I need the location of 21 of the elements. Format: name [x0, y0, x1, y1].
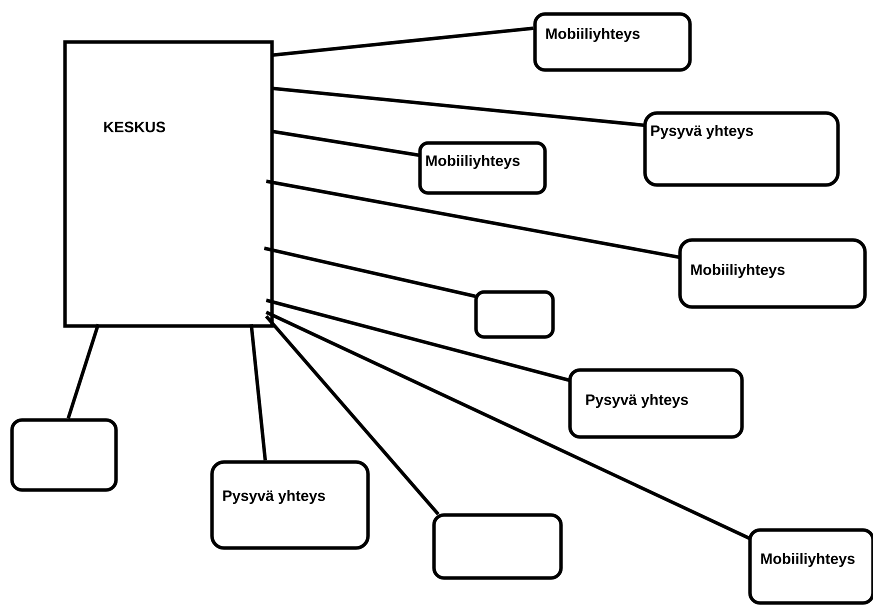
connector-line — [271, 86, 644, 127]
connector-line — [271, 26, 534, 57]
connector-line — [266, 310, 750, 540]
connection-box: Mobiiliyhteys — [678, 238, 867, 309]
connection-box: Mobiiliyhteys — [418, 141, 547, 195]
connector-line — [264, 246, 476, 298]
connector-line — [266, 180, 680, 259]
connector-line — [266, 298, 570, 382]
connector-line — [264, 315, 440, 516]
connection-box: Pysyvä yhteys — [210, 460, 370, 550]
connection-box: Pysyvä yhteys — [568, 368, 744, 439]
connection-box — [474, 290, 555, 339]
connector-line — [250, 324, 267, 460]
connector-line — [270, 130, 420, 157]
connection-box — [10, 418, 118, 492]
connection-box — [432, 513, 563, 580]
connection-box: Mobiiliyhteys — [533, 12, 692, 72]
connection-box: Mobiiliyhteys — [748, 528, 873, 605]
connection-box: Pysyvä yhteys — [643, 111, 840, 187]
connector-line — [66, 324, 100, 419]
central-box: KESKUS — [63, 40, 274, 328]
